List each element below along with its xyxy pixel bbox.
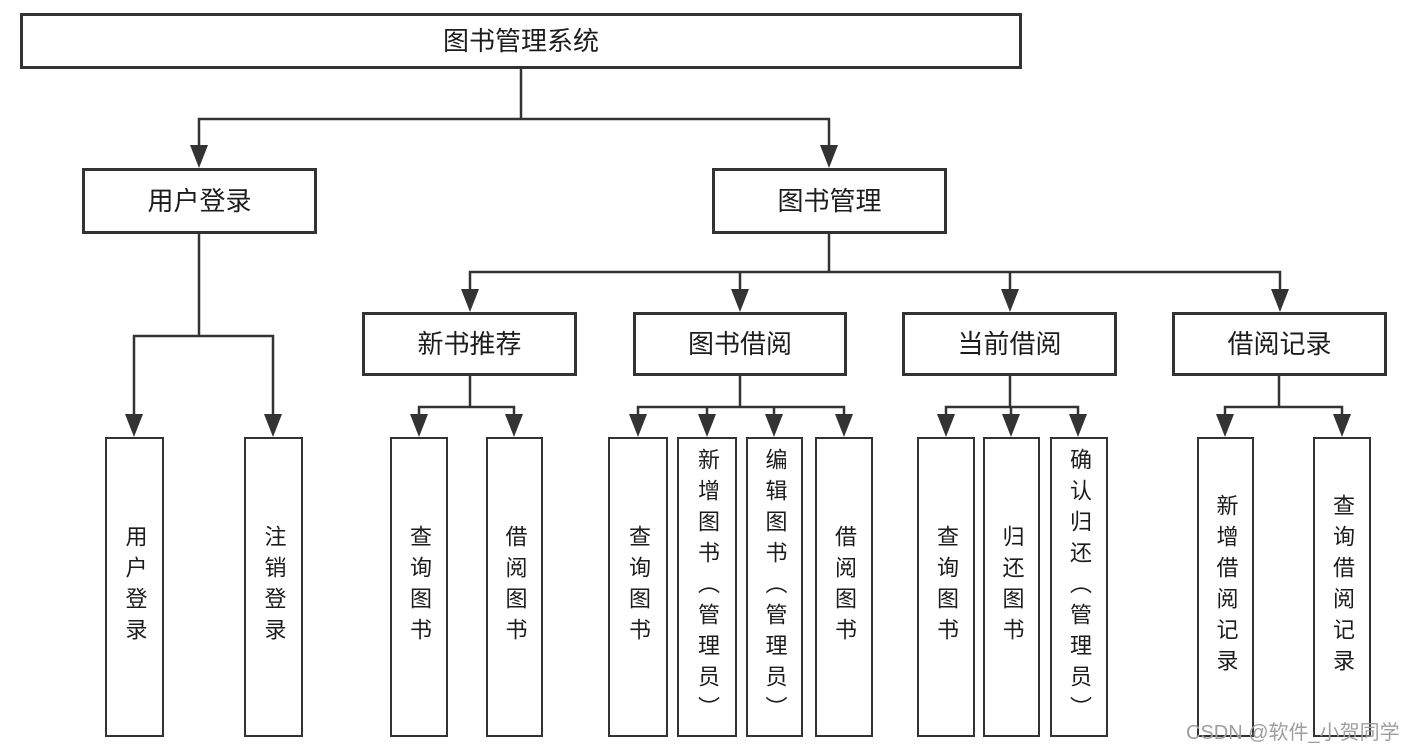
node-current-borrowing-label: 当前借阅 bbox=[957, 329, 1062, 359]
leaf-br-query-borrow-record: 查询借阅记录 bbox=[1313, 437, 1371, 737]
node-user-login-label: 用户登录 bbox=[147, 186, 252, 216]
leaf-bb-query-books: 查询图书 bbox=[608, 437, 668, 737]
leaf-br-query-borrow-record-label: 查询借阅记录 bbox=[1330, 494, 1355, 680]
node-root-label: 图书管理系统 bbox=[442, 26, 599, 56]
leaf-nbr-borrow-books-label: 借阅图书 bbox=[502, 525, 528, 649]
leaf-bb-borrow-books-label: 借阅图书 bbox=[832, 525, 857, 649]
leaf-cb-return-books: 归还图书 bbox=[983, 437, 1040, 737]
node-new-book-recommendation-label: 新书推荐 bbox=[417, 329, 522, 359]
leaf-logout-label: 注销登录 bbox=[261, 525, 287, 649]
leaf-cb-query-books-label: 查询图书 bbox=[934, 525, 959, 649]
leaf-cb-return-books-label: 归还图书 bbox=[999, 525, 1025, 649]
node-current-borrowing: 当前借阅 bbox=[902, 312, 1117, 376]
leaf-nbr-query-books: 查询图书 bbox=[390, 437, 448, 737]
arrowheads bbox=[125, 145, 1351, 437]
leaf-br-add-borrow-record: 新增借阅记录 bbox=[1197, 437, 1254, 737]
leaf-bb-borrow-books: 借阅图书 bbox=[815, 437, 873, 737]
node-book-management-label: 图书管理 bbox=[777, 186, 882, 216]
node-book-borrowing-label: 图书借阅 bbox=[687, 329, 792, 359]
watermark: CSDN @软件_小贺同学 bbox=[1186, 722, 1400, 744]
leaf-bb-add-book-admin-label: 新增图书（管理员） bbox=[695, 447, 720, 727]
node-user-login: 用户登录 bbox=[82, 168, 317, 234]
leaf-bb-edit-book-admin: 编辑图书（管理员） bbox=[746, 437, 803, 737]
node-root: 图书管理系统 bbox=[20, 13, 1022, 69]
leaf-logout: 注销登录 bbox=[244, 437, 303, 737]
leaf-user-login-label: 用户登录 bbox=[122, 525, 148, 649]
node-book-borrowing: 图书借阅 bbox=[633, 312, 847, 376]
leaf-bb-query-books-label: 查询图书 bbox=[626, 525, 651, 649]
node-new-book-recommendation: 新书推荐 bbox=[362, 312, 577, 376]
leaf-bb-add-book-admin: 新增图书（管理员） bbox=[677, 437, 737, 737]
leaf-br-add-borrow-record-label: 新增借阅记录 bbox=[1213, 494, 1239, 680]
leaf-cb-confirm-return-admin-label: 确认归还（管理员） bbox=[1067, 447, 1092, 727]
leaf-bb-edit-book-admin-label: 编辑图书（管理员） bbox=[762, 447, 788, 727]
node-borrowing-records: 借阅记录 bbox=[1172, 312, 1387, 376]
leaf-cb-confirm-return-admin: 确认归还（管理员） bbox=[1050, 437, 1108, 737]
leaf-nbr-query-books-label: 查询图书 bbox=[407, 525, 432, 649]
node-book-management: 图书管理 bbox=[712, 168, 947, 234]
node-borrowing-records-label: 借阅记录 bbox=[1227, 329, 1332, 359]
leaf-user-login: 用户登录 bbox=[105, 437, 164, 737]
leaf-cb-query-books: 查询图书 bbox=[917, 437, 975, 737]
leaf-nbr-borrow-books: 借阅图书 bbox=[486, 437, 543, 737]
